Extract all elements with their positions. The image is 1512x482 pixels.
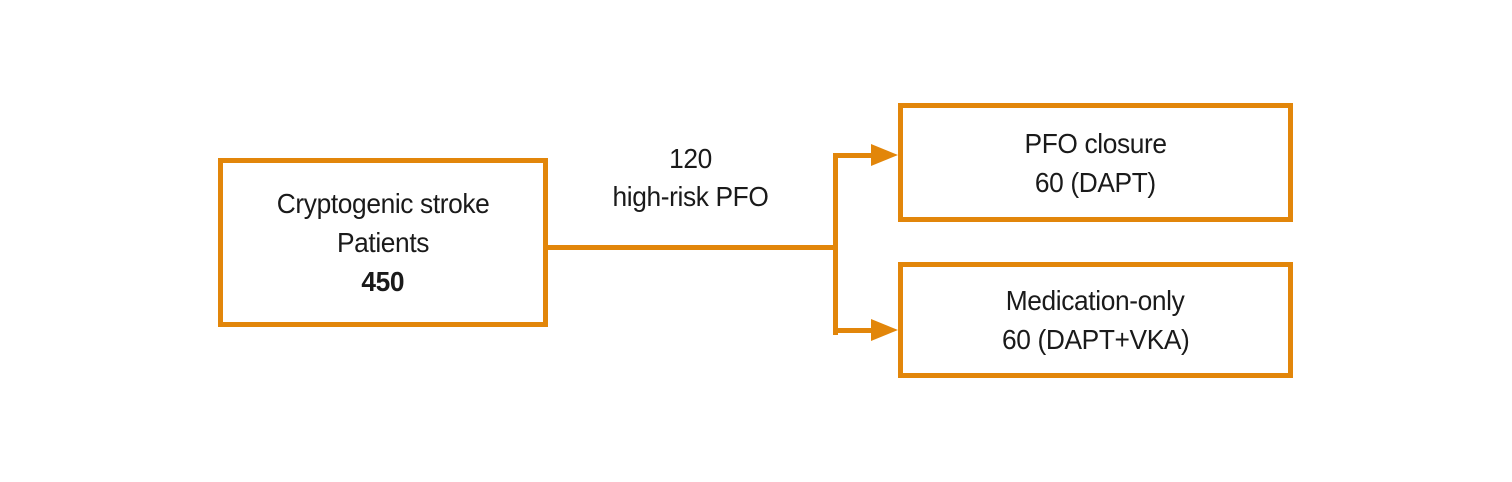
node-title-line: PFO closure xyxy=(1024,127,1167,159)
node-cryptogenic-stroke: Cryptogenic stroke Patients 450 xyxy=(218,158,548,327)
node-title-line: Cryptogenic stroke xyxy=(276,188,490,219)
node-count: 450 xyxy=(361,266,405,297)
node-count: 60 (DAPT) xyxy=(1035,166,1156,198)
branch-label: 120 high-risk PFO xyxy=(548,140,833,216)
node-title-line: Medication-only xyxy=(1006,285,1185,316)
node-pfo-closure: PFO closure 60 (DAPT) xyxy=(898,103,1293,222)
node-medication-only: Medication-only 60 (DAPT+VKA) xyxy=(898,262,1293,378)
branch-description: high-risk PFO xyxy=(612,181,769,212)
branch-vertical-line xyxy=(833,153,838,335)
branch-count: 120 xyxy=(669,143,712,174)
node-count: 60 (DAPT+VKA) xyxy=(1001,324,1190,355)
node-title-line: Patients xyxy=(336,227,430,258)
arrow-right-icon xyxy=(871,319,898,341)
main-connector-line xyxy=(548,245,838,250)
arrow-shaft-top xyxy=(833,153,875,158)
arrow-right-icon xyxy=(871,144,898,166)
arrow-shaft-bottom xyxy=(833,328,875,333)
